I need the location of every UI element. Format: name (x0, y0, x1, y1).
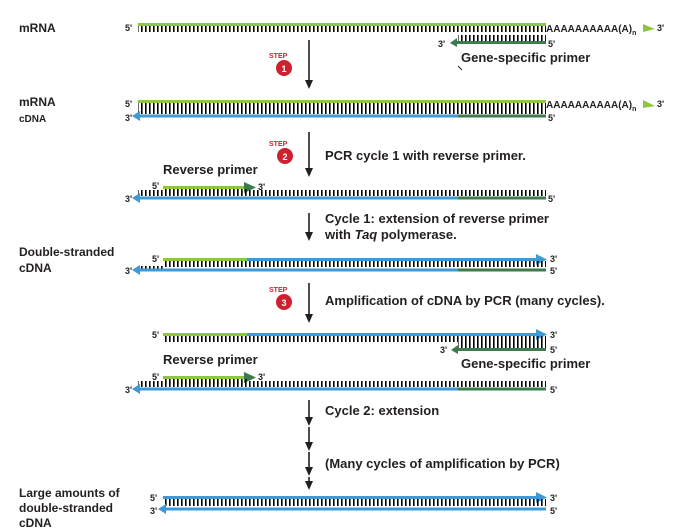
down-arrow-icon (305, 283, 313, 323)
mrna-label: mRNA (19, 21, 56, 35)
svg-text:3': 3' (258, 372, 265, 382)
poly-a-tail: AAAAAAAAAA(A)n (546, 24, 636, 37)
cdna-strand: 3' 5' (125, 190, 555, 204)
reverse-primer-label-2: Reverse primer (163, 352, 258, 367)
svg-text:3': 3' (258, 182, 265, 192)
svg-text:AAAAAAAAAA(A)n: AAAAAAAAAA(A)n (546, 100, 636, 113)
down-arrow-icon (305, 452, 313, 476)
cdna-label: cDNA (19, 114, 46, 125)
top-strand: 5' 3' (152, 329, 557, 342)
svg-text:5': 5' (152, 181, 159, 191)
pointer-tick (457, 65, 463, 71)
svg-text:5': 5' (550, 506, 557, 516)
svg-text:3': 3' (550, 254, 557, 264)
gene-specific-primer-2: 3' 5' (440, 342, 557, 355)
svg-text:5': 5' (125, 99, 132, 109)
cdna-strand-2: 3' 5' (125, 381, 557, 395)
svg-text:5': 5' (548, 39, 555, 49)
down-arrow-icon (305, 132, 313, 177)
svg-text:STEP: STEP (269, 287, 288, 294)
gene-specific-primer: 3' 5' (438, 35, 555, 49)
svg-text:1: 1 (281, 64, 286, 74)
down-arrow-icon (305, 40, 313, 89)
svg-text:3': 3' (125, 194, 132, 204)
final-double-stranded-cdna: 5' 3' 3' 5' (150, 492, 557, 516)
step-1-badge: STEP 1 (269, 53, 292, 76)
taq-polymerase-text: with Taq polymerase. (324, 227, 457, 242)
down-arrow-icon (305, 477, 313, 490)
double-stranded-cdna: 5' 3' 3' 5' (125, 254, 557, 276)
step-2-badge: STEP 2 (269, 141, 293, 164)
large-cdna-label: cDNA (19, 516, 52, 530)
cycle-1-extension-text: Cycle 1: extension of reverse primer (325, 211, 549, 226)
svg-text:3': 3' (438, 39, 445, 49)
gene-specific-primer-label-2: Gene-specific primer (461, 356, 590, 371)
cycle-2-text: Cycle 2: extension (325, 403, 439, 418)
svg-text:5': 5' (152, 330, 159, 340)
three-prime-end: 3' (657, 23, 664, 33)
down-arrow-icon (305, 427, 313, 451)
svg-text:3: 3 (281, 298, 286, 308)
svg-text:3': 3' (550, 330, 557, 340)
large-amounts-label: Large amounts of (19, 486, 121, 500)
down-arrow-icon (305, 213, 313, 241)
amplification-text: Amplification of cDNA by PCR (many cycle… (325, 293, 605, 308)
svg-text:3': 3' (125, 385, 132, 395)
gene-specific-primer-label: Gene-specific primer (461, 50, 590, 65)
svg-text:STEP: STEP (269, 53, 288, 60)
svg-text:5': 5' (150, 493, 157, 503)
svg-text:3': 3' (150, 506, 157, 516)
svg-text:3': 3' (657, 99, 664, 109)
svg-text:5': 5' (550, 385, 557, 395)
mrna-strand: 5' AAAAAAAAAA(A)n 3' (125, 23, 664, 37)
svg-text:5': 5' (548, 113, 555, 123)
svg-text:5': 5' (152, 254, 159, 264)
svg-text:3': 3' (440, 345, 447, 355)
five-prime-end: 5' (125, 23, 132, 33)
svg-text:5': 5' (550, 345, 557, 355)
svg-text:3': 3' (550, 493, 557, 503)
svg-text:5': 5' (152, 372, 159, 382)
reverse-primer-label: Reverse primer (163, 162, 258, 177)
mrna-cdna-hybrid: 5' AAAAAAAAAA(A)n 3' 3' 5' (125, 99, 664, 123)
mrna-label-2: mRNA (19, 95, 56, 109)
svg-text:5': 5' (550, 266, 557, 276)
double-stranded-label-2: double-stranded (19, 501, 113, 515)
step-3-badge: STEP 3 (269, 287, 292, 310)
svg-text:3': 3' (125, 266, 132, 276)
svg-text:STEP: STEP (269, 141, 288, 148)
svg-text:2: 2 (282, 152, 287, 162)
double-stranded-label: Double-stranded (19, 245, 114, 259)
svg-text:5': 5' (548, 194, 555, 204)
svg-text:3': 3' (125, 113, 132, 123)
double-stranded-cdna-label: cDNA (19, 261, 52, 275)
many-cycles-text: (Many cycles of amplification by PCR) (325, 456, 560, 471)
down-arrow-icon (305, 400, 313, 426)
pcr-cycle-1-text: PCR cycle 1 with reverse primer. (325, 148, 526, 163)
